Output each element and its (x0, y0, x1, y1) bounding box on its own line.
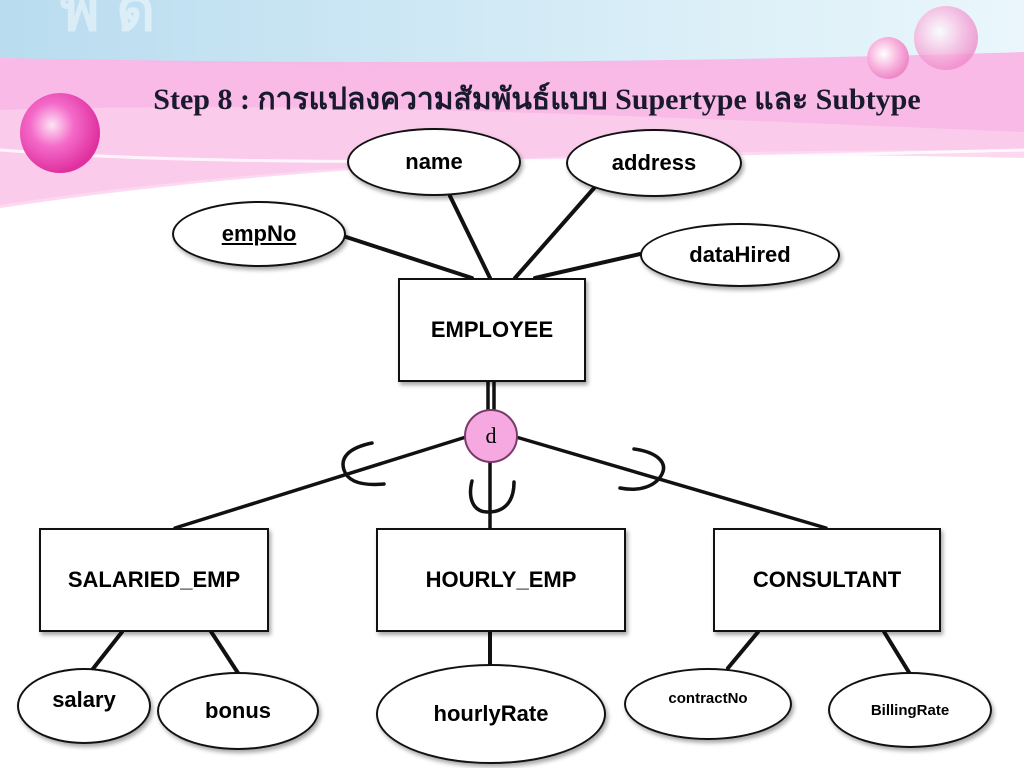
attribute-empno-label: empNo (221, 221, 297, 246)
disjoint-symbol: d (485, 423, 497, 448)
connector-empno (338, 233, 474, 280)
attribute-salary: salary (17, 668, 151, 744)
svg-text:พ ดิ: พ ดิ (60, 0, 155, 43)
attribute-empno: empNo (172, 201, 346, 267)
attribute-hourlyrate: hourlyRate (376, 664, 606, 764)
connector-datahired (533, 252, 642, 280)
attribute-name-label: name (405, 149, 463, 174)
attribute-address-label: address (611, 150, 697, 175)
connector-salary (90, 630, 124, 672)
subtype-link-consultant (514, 435, 828, 530)
entity-salaried-emp: SALARIED_EMP (39, 528, 269, 632)
subset-symbol-hourly (468, 479, 516, 514)
connector-address (513, 185, 597, 280)
entity-consultant-label: CONSULTANT (752, 567, 902, 592)
connector-name (448, 194, 492, 280)
slide-title: Step 8 : การแปลงความสัมพันธ์แบบ Supertyp… (153, 83, 921, 116)
entity-employee: EMPLOYEE (398, 278, 586, 382)
attribute-datahired: dataHired (640, 223, 840, 287)
subset-symbol-consultant (618, 447, 666, 491)
entity-hourly-emp-label: HOURLY_EMP (425, 567, 577, 592)
attribute-bonus-label: bonus (205, 698, 271, 723)
attribute-datahired-label: dataHired (689, 242, 791, 267)
connector-bonus (208, 628, 240, 675)
entity-hourly-emp: HOURLY_EMP (376, 528, 626, 632)
entity-employee-label: EMPLOYEE (430, 317, 554, 342)
subset-symbol-salaried (341, 441, 386, 487)
attribute-name: name (347, 128, 521, 196)
attribute-contractno: contractNo (624, 668, 792, 740)
attribute-address: address (566, 129, 742, 197)
disjoint-circle: d (464, 409, 518, 463)
attribute-billingrate-label: BillingRate (870, 701, 950, 719)
attribute-contractno-label: contractNo (668, 689, 748, 707)
entity-consultant: CONSULTANT (713, 528, 941, 632)
attribute-bonus: bonus (157, 672, 319, 750)
connector-contractno (726, 630, 760, 670)
attribute-billingrate: BillingRate (828, 672, 992, 748)
entity-salaried-emp-label: SALARIED_EMP (67, 567, 241, 592)
attribute-salary-label: salary (52, 687, 116, 712)
subtype-link-salaried (173, 435, 468, 530)
connector-billingrate (881, 628, 912, 676)
attribute-hourlyrate-label: hourlyRate (433, 701, 549, 726)
